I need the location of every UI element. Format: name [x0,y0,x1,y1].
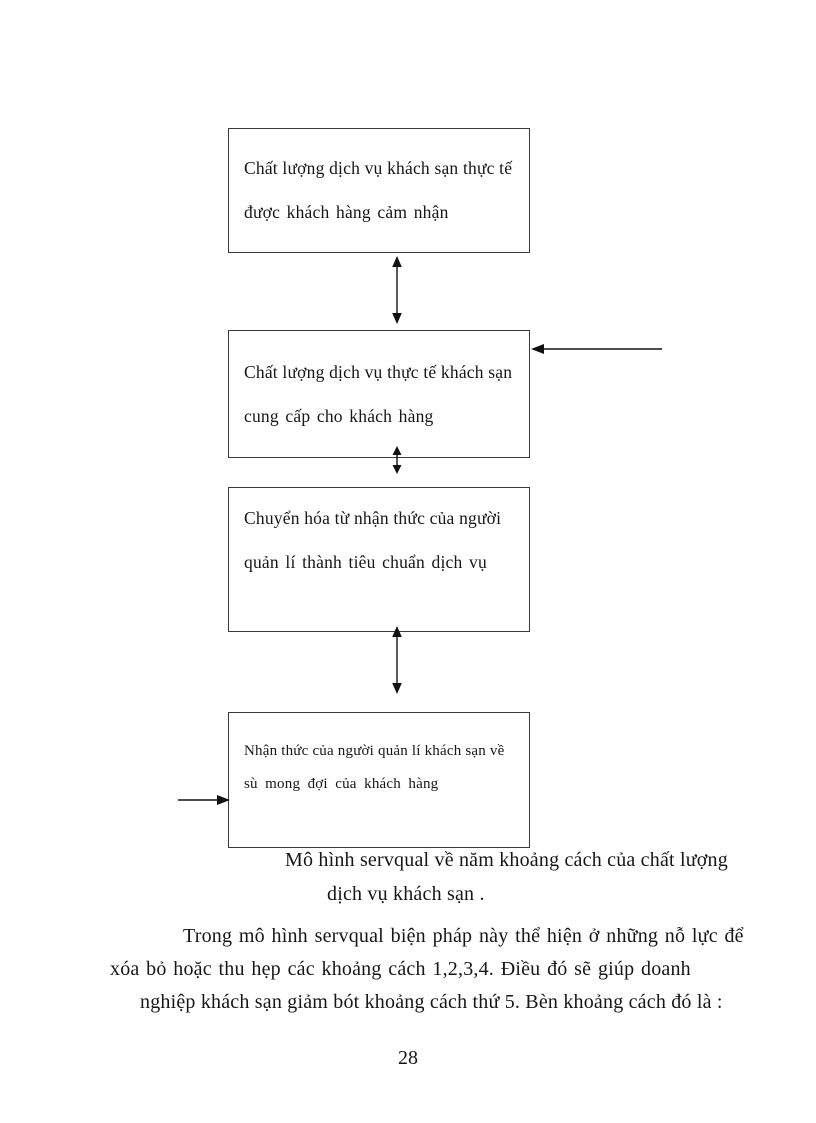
flowchart-box-perceived-quality: Chất lượng dịch vụ khách sạn thực tế đượ… [228,128,530,253]
flowchart-box-standards-translation: Chuyển hóa từ nhận thức của người quản l… [228,487,530,632]
page-number: 28 [398,1047,418,1069]
paragraph-line2: xóa bỏ hoặc thu hẹp các khoảng cách 1,2,… [110,958,691,980]
double-arrow-box1-box2-icon [392,256,402,324]
paragraph-line1: Trong mô hình servqual biện pháp này thể… [183,925,744,947]
box1-line1: Chất lượng dịch vụ khách sạn thực tế [244,158,513,178]
box3-line1: Chuyển hóa từ nhận thức của người [244,508,502,528]
flowchart-box-delivered-quality: Chất lượng dịch vụ thực tế khách sạn cun… [228,330,530,458]
box3-line2: quản lí thành tiêu chuẩn dịch vụ [244,552,487,572]
figure-caption-line2: dịch vụ khách sạn . [327,883,485,905]
paragraph-line3: nghiệp khách sạn giảm bót khoảng cách th… [140,991,723,1013]
box2-line2: cung cấp cho khách hàng [244,406,434,426]
arrow-into-box4-from-left-icon [178,795,230,805]
arrow-into-box2-from-right-icon [531,344,662,354]
double-arrow-box3-box4-icon [392,626,402,694]
box1-line2: được khách hàng cảm nhận [244,202,449,222]
box2-line1: Chất lượng dịch vụ thực tế khách sạn [244,362,513,382]
figure-caption-line1: Mô hình servqual về năm khoảng cách của … [285,849,728,871]
box4-line2: sù mong đợi của khách hàng [244,776,439,792]
double-arrow-box2-box3-icon [392,446,402,474]
box4-line1: Nhận thức của người quản lí khách sạn về [244,743,505,759]
flowchart-box-management-perception: Nhận thức của người quản lí khách sạn về… [228,712,530,848]
